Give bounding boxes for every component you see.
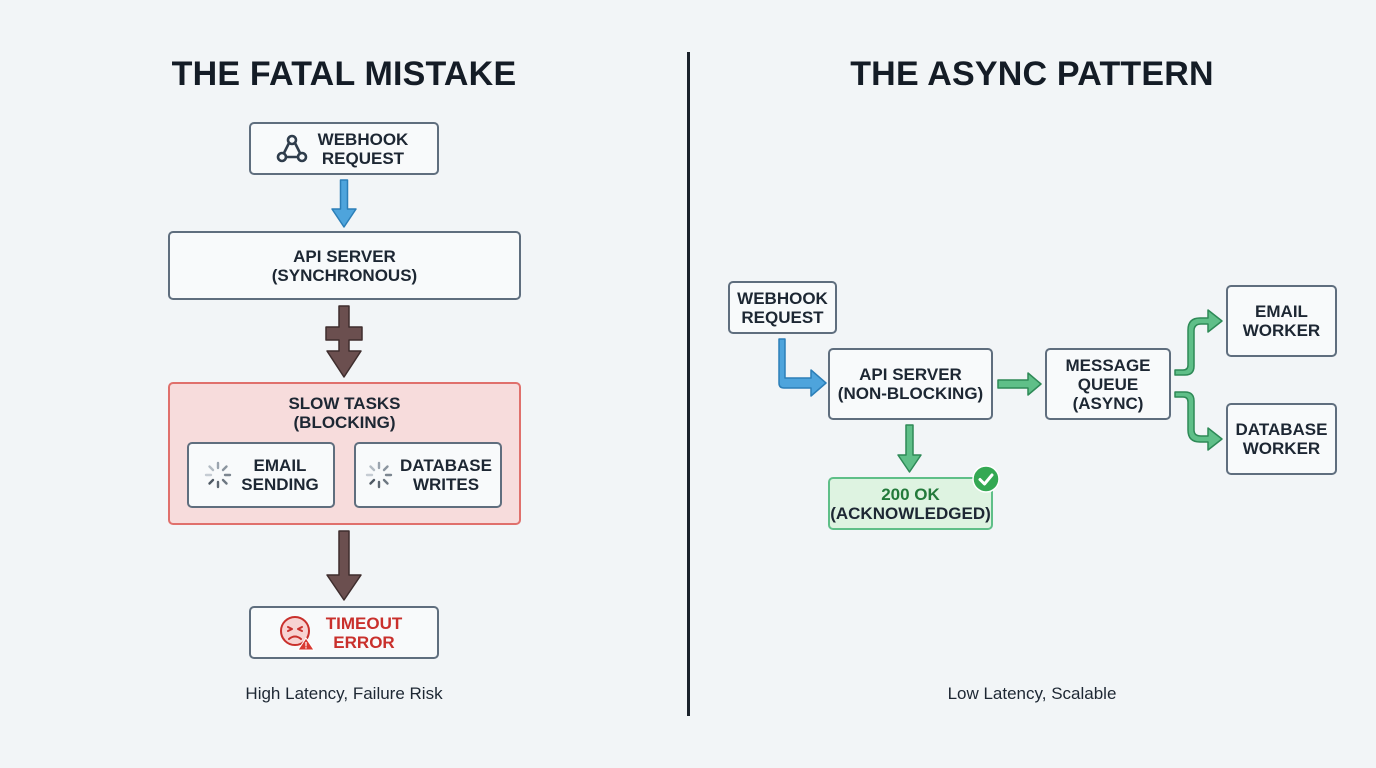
right-api-server-box: API SERVER (NON-BLOCKING) (828, 348, 993, 420)
right-panel-title: THE ASYNC PATTERN (850, 55, 1214, 93)
database-task-label-line2: WRITES (412, 475, 480, 494)
left-blocking-arrow (325, 305, 363, 378)
webhook-icon (274, 131, 310, 167)
email-sending-task-box: EMAIL SENDING (187, 442, 335, 508)
database-worker-label-line2: WORKER (1242, 439, 1321, 458)
right-webhook-label-line1: WEBHOOK (737, 288, 828, 308)
database-worker-label-line1: DATABASE (1235, 420, 1328, 439)
left-api-server-box: API SERVER (SYNCHRONOUS) (168, 231, 521, 300)
database-writes-task-box: DATABASE WRITES (354, 442, 502, 508)
right-webhook-label-line2: REQUEST (741, 307, 824, 327)
timeout-error-label-line2: ERROR (333, 632, 395, 652)
panel-divider (687, 52, 690, 716)
slow-tasks-label-line2: (BLOCKING) (293, 413, 396, 432)
ok-response-box: 200 OK (ACKNOWLEDGED) (828, 477, 993, 530)
timeout-error-box: ! TIMEOUT ERROR (249, 606, 439, 659)
email-worker-box: EMAIL WORKER (1226, 285, 1337, 357)
left-webhook-request-box: WEBHOOK REQUEST (249, 122, 439, 175)
left-webhook-label-line2: REQUEST (321, 148, 405, 168)
email-task-label-line1: EMAIL (253, 456, 307, 475)
loading-spinner-icon (203, 460, 233, 490)
right-webhook-request-box: WEBHOOK REQUEST (728, 281, 837, 334)
acknowledge-arrow (897, 424, 922, 473)
ok-response-label-line1: 200 OK (881, 484, 940, 504)
left-timeout-arrow (326, 530, 362, 601)
database-worker-box: DATABASE WORKER (1226, 403, 1337, 475)
message-queue-label-line1: MESSAGE (1065, 355, 1151, 375)
slow-tasks-label-line1: SLOW TASKS (288, 394, 401, 413)
right-caption: Low Latency, Scalable (947, 684, 1117, 703)
right-request-arrow (778, 338, 827, 397)
left-api-server-label-line1: API SERVER (293, 246, 396, 266)
message-queue-label-line2: QUEUE (1077, 374, 1139, 394)
left-panel-title: THE FATAL MISTAKE (171, 55, 517, 93)
right-api-server-label-line2: (NON-BLOCKING) (837, 384, 984, 403)
left-webhook-label-line1: WEBHOOK (317, 129, 409, 149)
database-task-label-line1: DATABASE (400, 456, 492, 475)
database-worker-arrow (1174, 391, 1223, 451)
loading-spinner-icon (364, 460, 394, 490)
timeout-error-label-line1: TIMEOUT (325, 613, 403, 633)
svg-text:!: ! (304, 640, 307, 650)
email-worker-arrow (1174, 309, 1223, 376)
right-api-server-label-line1: API SERVER (859, 365, 962, 384)
left-caption: High Latency, Failure Risk (245, 684, 443, 703)
message-queue-box: MESSAGE QUEUE (ASYNC) (1045, 348, 1171, 420)
angry-face-warning-icon: ! (278, 613, 318, 653)
message-queue-label-line3: (ASYNC) (1072, 393, 1144, 413)
checkmark-circle-icon (972, 465, 1000, 493)
left-request-arrow (331, 179, 357, 228)
enqueue-arrow (997, 372, 1042, 396)
email-task-label-line2: SENDING (241, 475, 319, 494)
left-api-server-label-line2: (SYNCHRONOUS) (271, 265, 418, 285)
email-worker-label-line1: EMAIL (1255, 302, 1308, 321)
ok-response-label-line2: (ACKNOWLEDGED) (830, 503, 991, 523)
email-worker-label-line2: WORKER (1242, 321, 1321, 340)
